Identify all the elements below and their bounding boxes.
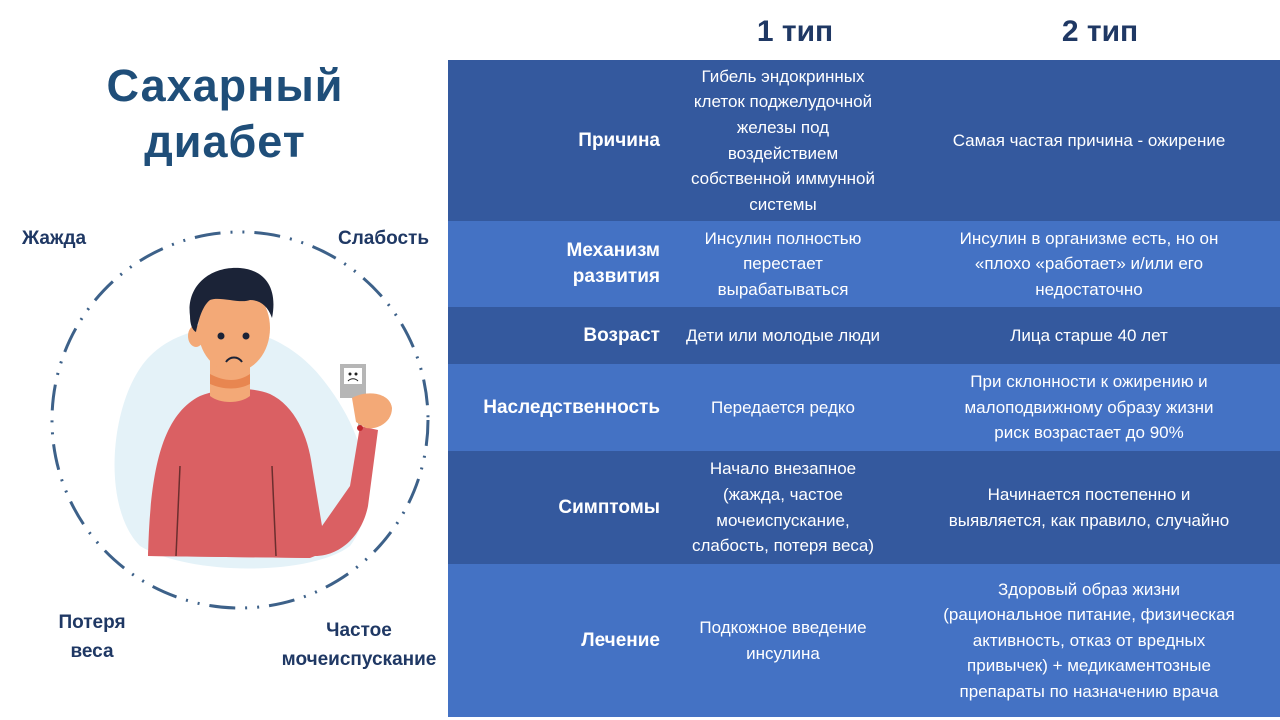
table-row: Лечение Подкожное введение инсулина Здоровы… (448, 564, 1280, 717)
cell-type1: Инсулин полностью перестает вырабатываться (668, 226, 898, 303)
row-label: Механизм развития (448, 238, 668, 290)
cell-type2-line: «плохо «работает» и/или его (974, 254, 1204, 274)
row-label: Симптомы (448, 495, 668, 521)
cell-type1-line: клеток поджелудочной (693, 92, 873, 112)
cell-type1-line: системы (749, 194, 817, 214)
row-label-line: Механизм (566, 240, 660, 261)
column-header-type2: 2 тип (1061, 15, 1139, 48)
row-label-line: Возраст (583, 324, 660, 346)
cell-type1: Дети или молодые люди (668, 323, 898, 349)
cell-type1-line: Начало внезапное (709, 459, 857, 479)
cell-type1: Передается редко (668, 395, 898, 421)
cell-type2-line: (рациональное питание, физическая (943, 605, 1235, 625)
cell-type2-line: риск возрастает до 90% (994, 423, 1184, 443)
symptom-urination-line-2: мочеиспускание (281, 649, 437, 670)
cell-type1: Подкожное введение инсулина (668, 615, 898, 666)
cell-type2-line: Самая частая причина - ожирение (952, 130, 1226, 150)
cell-type2-line: малоподвижному образу жизни (964, 397, 1214, 417)
table-row: Механизм развития Инсулин полностью переста… (448, 221, 1280, 307)
cell-type1-line: собственной иммунной (690, 169, 875, 189)
cell-type2-line: Здоровый образ жизни (998, 579, 1180, 599)
comparison-table: Причина Гибель эндокринных клеток поджелуд… (448, 60, 1280, 717)
cell-type1-line: Подкожное введение (699, 617, 867, 637)
cell-type1-line: Дети или молодые люди (685, 325, 881, 345)
row-label-line: Причина (578, 129, 660, 151)
table-row: Симптомы Начало внезапное (жажда, частое мо… (448, 451, 1280, 564)
symptom-weight-loss: Потеря веса (52, 608, 132, 666)
title-line-2: диабет (144, 116, 306, 167)
cell-type2-line: привычек) + медикаментозные (967, 656, 1211, 676)
cell-type1: Начало внезапное (жажда, частое мочеиспуск… (668, 456, 898, 558)
sick-man-illustration (50, 230, 430, 610)
row-label: Лечение (448, 628, 668, 654)
cell-type1-line: железы под (736, 117, 830, 137)
cell-type1-line: инсулина (746, 643, 820, 663)
cell-type1-line: вырабатываться (717, 279, 849, 299)
cell-type2-line: Лица старше 40 лет (1010, 325, 1168, 345)
cell-type1-line: воздействием (727, 143, 839, 163)
cell-type1-line: Передается редко (710, 397, 856, 417)
symptom-thirst: Жажда (22, 228, 87, 249)
symptom-urination-line-1: Частое (326, 620, 392, 641)
row-label: Наследственность (448, 395, 668, 421)
cell-type2: Начинается постепенно и выявляется, как п… (898, 482, 1280, 533)
cell-type1-line: Инсулин полностью (704, 228, 862, 248)
cell-type2: Самая частая причина - ожирение (898, 128, 1280, 154)
dashed-circle-icon (50, 230, 430, 610)
row-label-line: развития (572, 266, 660, 287)
row-label: Возраст (448, 323, 668, 349)
cell-type2-line: активность, отказ от вредных (972, 630, 1206, 650)
page-title: Сахарный диабет (60, 58, 390, 170)
cell-type2: Здоровый образ жизни (рациональное питани… (898, 577, 1280, 705)
table-row: Причина Гибель эндокринных клеток поджелуд… (448, 60, 1280, 221)
column-header-type1: 1 тип (756, 15, 834, 48)
cell-type1-line: Гибель эндокринных (701, 66, 865, 86)
cell-type2-line: выявляется, как правило, случайно (948, 510, 1230, 530)
symptom-weakness: Слабость (338, 228, 430, 249)
cell-type2: При склонности к ожирению и малоподвижном… (898, 369, 1280, 446)
cell-type2-line: При склонности к ожирению и (970, 372, 1208, 392)
row-label-line: Лечение (581, 629, 660, 651)
table-row: Возраст Дети или молодые люди Лица старше … (448, 307, 1280, 364)
cell-type1-line: слабость, потеря веса) (691, 536, 875, 556)
symptom-weight-loss-line-2: веса (70, 641, 114, 662)
symptom-weight-loss-line-1: Потеря (58, 612, 126, 633)
cell-type2: Инсулин в организме есть, но он «плохо «р… (898, 226, 1280, 303)
cell-type2-line: Начинается постепенно и (987, 484, 1191, 504)
cell-type2-line: недостаточно (1035, 279, 1143, 299)
cell-type2-line: Инсулин в организме есть, но он (959, 228, 1219, 248)
table-row: Наследственность Передается редко При скло… (448, 364, 1280, 451)
cell-type1-line: мочеиспускание, (716, 510, 850, 530)
row-label-line: Наследственность (483, 396, 660, 418)
cell-type1-line: (жажда, частое (723, 484, 843, 504)
row-label-line: Симптомы (558, 496, 660, 518)
cell-type1-line: перестает (743, 254, 823, 274)
cell-type2-line: препараты по назначению врача (959, 681, 1219, 701)
cell-type1: Гибель эндокринных клеток поджелудочной же… (668, 64, 898, 218)
cell-type2: Лица старше 40 лет (898, 323, 1280, 349)
symptom-frequent-urination: Частое мочеиспускание (270, 616, 448, 674)
title-line-1: Сахарный (106, 60, 344, 111)
row-label: Причина (448, 128, 668, 154)
